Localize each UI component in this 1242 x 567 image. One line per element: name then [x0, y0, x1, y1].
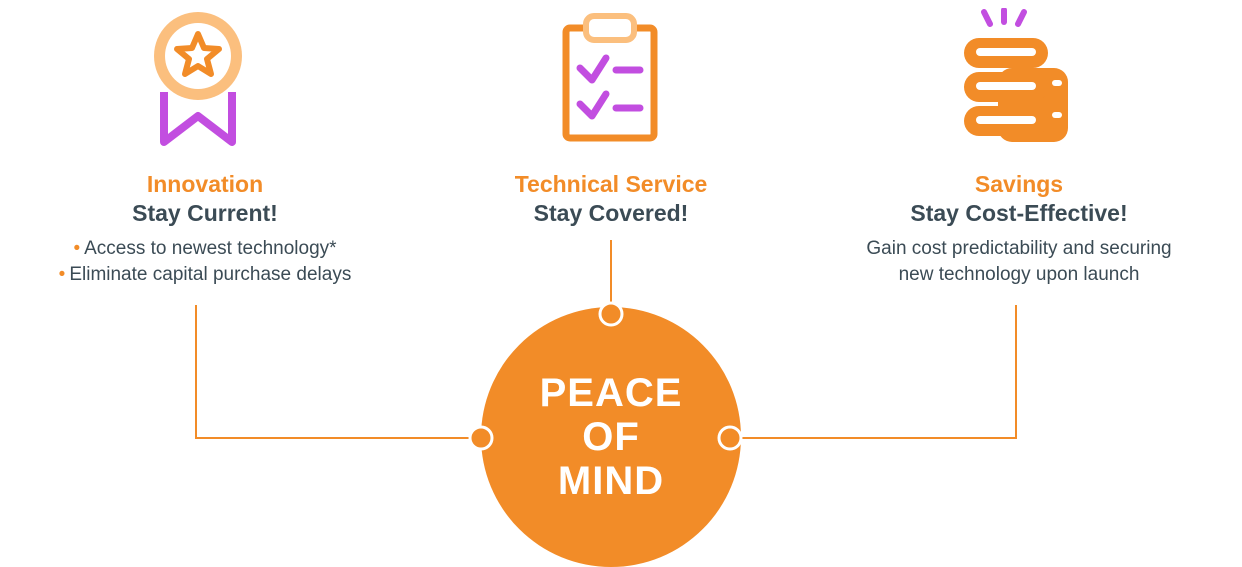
savings-description-line: new technology upon launch — [898, 264, 1140, 285]
peace-of-mind-circle: PEACE OF MIND — [481, 307, 741, 567]
savings-tagline: Stay Cost-Effective! — [910, 200, 1128, 226]
savings-description: Gain cost predictability and securing ne… — [796, 236, 1242, 288]
node-left — [468, 425, 494, 451]
savings-category: Savings — [974, 171, 1064, 197]
bullet-item: •Eliminate capital purchase delays — [0, 262, 410, 288]
bullet-dot-icon: • — [58, 264, 66, 285]
innovation-category: Innovation — [146, 171, 264, 197]
peace-of-mind-text: PEACE OF MIND — [539, 371, 683, 503]
node-top — [598, 301, 624, 327]
technical-service-tagline: Stay Covered! — [533, 200, 689, 226]
savings-description-line: Gain cost predictability and securing — [866, 238, 1172, 259]
innovation-bullets: •Access to newest technology* •Eliminate… — [0, 236, 410, 288]
bullet-text: Eliminate capital purchase delays — [69, 264, 352, 285]
technical-service-column: Technical Service Stay Covered! — [460, 170, 762, 228]
savings-column: Savings Stay Cost-Effective! Gain cost p… — [796, 170, 1242, 288]
clipboard-checklist-icon — [562, 13, 658, 142]
innovation-tagline: Stay Current! — [132, 200, 278, 226]
bullet-item: •Access to newest technology* — [0, 236, 410, 262]
coins-stack-icon — [964, 8, 1068, 142]
innovation-column: Innovation Stay Current! •Access to newe… — [0, 170, 410, 288]
bullet-text: Access to newest technology* — [84, 238, 337, 259]
bullet-dot-icon: • — [73, 238, 81, 259]
node-right — [717, 425, 743, 451]
technical-service-category: Technical Service — [514, 171, 708, 197]
award-ribbon-icon — [154, 12, 242, 146]
